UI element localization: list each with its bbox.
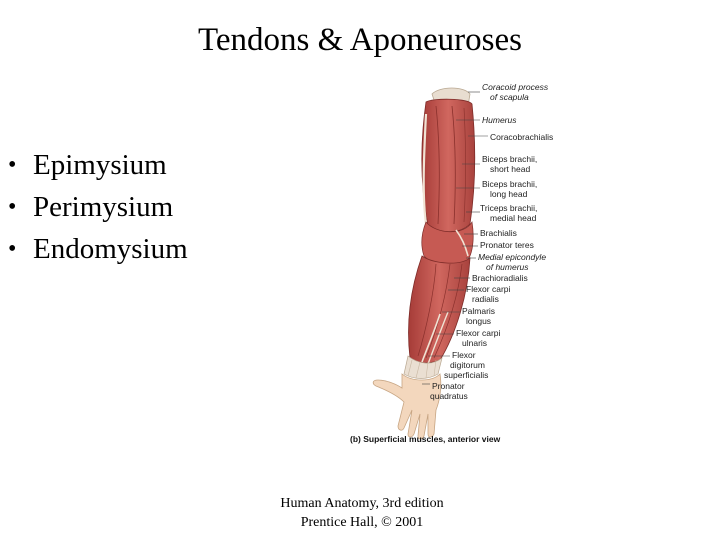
bullet-item-perimysium: • Perimysium bbox=[0, 186, 188, 228]
label-fcu-1: Flexor carpi bbox=[456, 328, 501, 338]
label-palmaris-2: longus bbox=[466, 316, 491, 326]
bullet-text: Perimysium bbox=[33, 191, 174, 223]
label-biceps-long-1: Biceps brachii, bbox=[482, 179, 537, 189]
bullet-item-epimysium: • Epimysium bbox=[0, 144, 188, 186]
label-pronator-teres: Pronator teres bbox=[480, 240, 534, 250]
leader-lines bbox=[422, 91, 488, 385]
label-coracoid-2: of scapula bbox=[490, 92, 529, 102]
forearm-muscles bbox=[408, 255, 471, 365]
label-biceps-short-1: Biceps brachii, bbox=[482, 154, 537, 164]
label-epicondyle-1: Medial epicondyle bbox=[478, 252, 546, 262]
citation: Human Anatomy, 3rd edition Prentice Hall… bbox=[242, 494, 482, 532]
label-epicondyle-2: of humerus bbox=[486, 262, 529, 272]
arm-muscle-illustration: Coracoid process of scapula Humerus Cora… bbox=[340, 84, 570, 450]
label-fcr-1: Flexor carpi bbox=[466, 284, 511, 294]
label-biceps-short-2: short head bbox=[490, 164, 530, 174]
figure-labels: Coracoid process of scapula Humerus Cora… bbox=[430, 84, 553, 401]
bullet-list: • Epimysium • Perimysium • Endomysium bbox=[0, 144, 188, 270]
label-fds-2: digitorum bbox=[450, 360, 485, 370]
bullet-icon: • bbox=[8, 236, 17, 262]
upper-arm-muscles bbox=[421, 98, 476, 233]
bullet-icon: • bbox=[8, 152, 17, 178]
slide-title: Tendons & Aponeuroses bbox=[198, 22, 522, 58]
label-coracoid-1: Coracoid process bbox=[482, 84, 549, 92]
label-fcu-2: ulnaris bbox=[462, 338, 487, 348]
label-fds-1: Flexor bbox=[452, 350, 476, 360]
bullet-icon: • bbox=[8, 194, 17, 220]
label-brachioradialis: Brachioradialis bbox=[472, 273, 528, 283]
label-triceps-2: medial head bbox=[490, 213, 537, 223]
label-fds-3: superficialis bbox=[444, 370, 488, 380]
arm-anatomy-svg: Coracoid process of scapula Humerus Cora… bbox=[350, 84, 553, 444]
hand-icon bbox=[372, 373, 442, 440]
label-palmaris-1: Palmaris bbox=[462, 306, 495, 316]
bullet-text: Endomysium bbox=[33, 233, 188, 265]
label-triceps-1: Triceps brachii, bbox=[480, 203, 537, 213]
label-humerus: Humerus bbox=[482, 115, 517, 125]
wrist-tendons bbox=[403, 355, 443, 379]
label-pq-2: quadratus bbox=[430, 391, 468, 401]
label-fcr-2: radialis bbox=[472, 294, 499, 304]
citation-line-2: Prentice Hall, © 2001 bbox=[300, 515, 424, 530]
label-biceps-long-2: long head bbox=[490, 189, 528, 199]
label-brachialis: Brachialis bbox=[480, 228, 517, 238]
bullet-text: Epimysium bbox=[33, 149, 167, 181]
figure-caption: (b) Superficial muscles, anterior view bbox=[350, 434, 501, 444]
label-coracobrachialis: Coracobrachialis bbox=[490, 132, 553, 142]
bullet-item-endomysium: • Endomysium bbox=[0, 228, 188, 270]
label-pq-1: Pronator bbox=[432, 381, 465, 391]
citation-line-1: Human Anatomy, 3rd edition bbox=[280, 496, 444, 511]
